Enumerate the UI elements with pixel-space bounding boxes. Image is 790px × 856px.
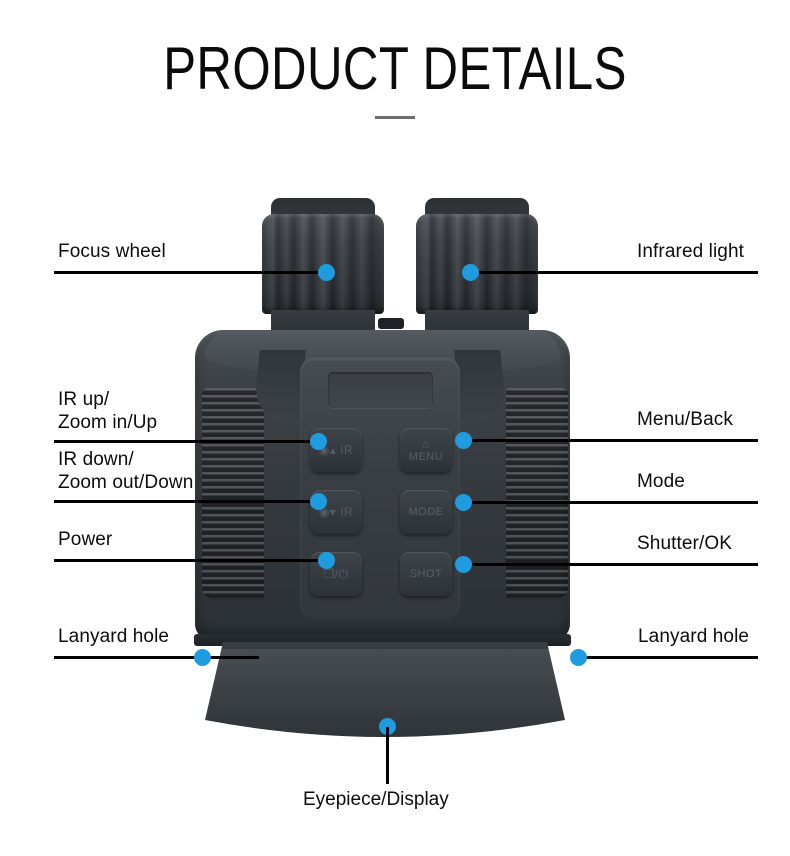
page-title: PRODUCT DETAILS — [163, 35, 627, 102]
dot-lanyard-hole-right — [570, 649, 587, 666]
dot-focus-wheel — [318, 264, 335, 281]
ir-down-icon: ◉▾ IR — [318, 505, 354, 519]
eyepiece-shade — [205, 642, 565, 742]
leader-line-lanyard-hole-right — [578, 656, 758, 659]
mode-button-label: MODE — [408, 506, 444, 518]
callout-label-ir-down: IR down/ Zoom out/Down — [58, 449, 194, 493]
right-grip-ribs — [506, 388, 568, 598]
dot-eyepiece-display — [379, 718, 396, 735]
dot-power — [318, 552, 335, 569]
callout-label-menu-back: Menu/Back — [637, 409, 733, 430]
leader-line-power — [54, 559, 326, 562]
dot-menu-back — [455, 432, 472, 449]
dot-infrared-light — [462, 264, 479, 281]
leader-line-focus-wheel — [54, 271, 326, 274]
dot-ir-up — [310, 433, 327, 450]
dot-shutter-ok — [455, 556, 472, 573]
callout-label-shutter-ok: Shutter/OK — [637, 533, 732, 554]
shot-button[interactable]: SHOT — [400, 552, 452, 596]
callout-label-lanyard-hole-left: Lanyard hole — [58, 626, 170, 647]
ir-up-icon: ◉▴ IR — [318, 443, 354, 457]
leader-line-eyepiece-display — [386, 727, 389, 784]
leader-line-ir-down — [54, 500, 319, 503]
infrared-light-barrel-right — [416, 214, 538, 314]
leader-line-infrared-light — [470, 271, 758, 274]
leader-line-ir-up — [54, 440, 319, 443]
mode-button[interactable]: MODE — [400, 490, 452, 534]
callout-label-lanyard-hole-right: Lanyard hole — [638, 626, 750, 647]
leader-line-shutter-ok — [463, 563, 758, 566]
home-icon: ⌂ — [422, 436, 430, 451]
leader-line-menu-back — [463, 439, 758, 442]
callout-label-focus-wheel: Focus wheel — [58, 241, 166, 262]
callout-label-power: Power — [58, 529, 113, 550]
night-vision-binocular-illustration: ◉▴ IR ◉▾ IR ❐/⏻ ⌂ MENU MODE SHOT — [150, 190, 650, 760]
callout-label-eyepiece-display: Eyepiece/Display — [303, 789, 449, 810]
dot-lanyard-hole-left — [194, 649, 211, 666]
title-divider — [375, 116, 415, 119]
dot-ir-down — [310, 493, 327, 510]
power-icon: ❐/⏻ — [323, 567, 349, 581]
dot-mode — [455, 494, 472, 511]
menu-button-label: MENU — [408, 450, 444, 463]
bridge-nub — [378, 318, 404, 329]
leader-line-lanyard-hole-left — [54, 656, 259, 659]
name-plate — [328, 372, 433, 408]
callout-label-infrared-light: Infrared light — [637, 241, 745, 262]
callout-label-ir-up: IR up/ Zoom in/Up — [58, 389, 158, 433]
leader-line-mode — [463, 501, 758, 504]
shot-button-label: SHOT — [409, 568, 443, 580]
menu-button[interactable]: ⌂ MENU — [400, 428, 452, 472]
callout-label-mode: Mode — [637, 471, 685, 492]
left-grip-ribs — [202, 388, 264, 598]
